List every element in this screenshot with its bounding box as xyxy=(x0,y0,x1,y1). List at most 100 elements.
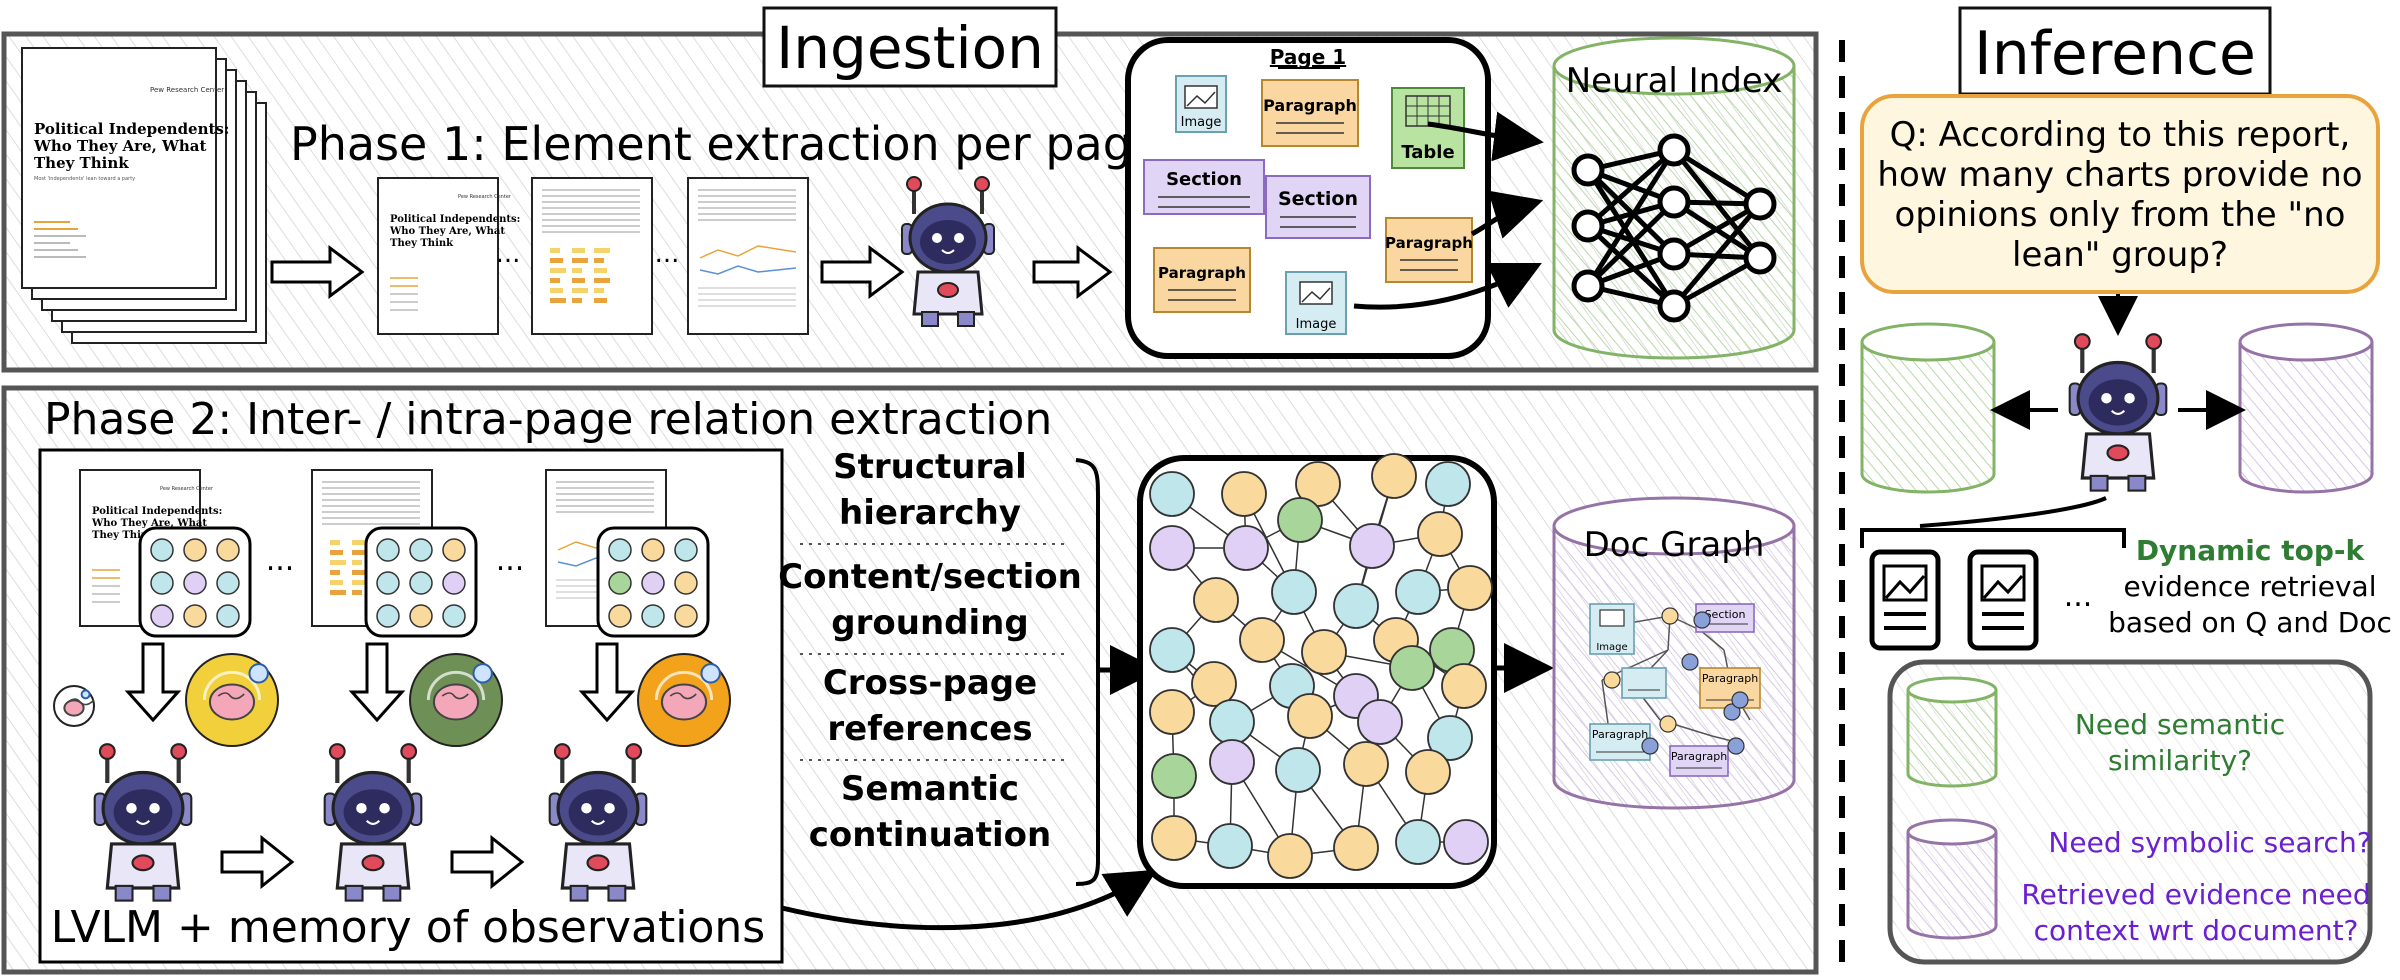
lvlm-caption: LVLM + memory of observations xyxy=(51,902,765,953)
relation-label: Content/section xyxy=(778,557,1082,597)
symbolic-cylinder xyxy=(2238,322,2374,494)
doc-graph-node xyxy=(1681,653,1699,671)
observation-node xyxy=(216,571,240,595)
ingestion-title: Ingestion xyxy=(776,14,1044,82)
doc-graph-label: Doc Graph xyxy=(1584,525,1765,565)
brain-icon xyxy=(637,653,731,747)
need-symbolic: Need symbolic search? xyxy=(2048,826,2371,859)
robots xyxy=(93,176,2168,902)
cover-brand: Pew Research Center xyxy=(150,86,224,94)
clock-icon xyxy=(700,663,721,684)
retrieval-brace xyxy=(1860,528,2126,548)
nn-node xyxy=(1571,209,1605,243)
element-label: Section xyxy=(1166,169,1242,190)
relation-label: Structural xyxy=(833,447,1027,487)
image-icon xyxy=(1184,85,1218,109)
graph-node xyxy=(1221,471,1267,517)
ellipsis: ... xyxy=(2064,579,2093,614)
observation-node xyxy=(183,538,207,562)
doc-graph-node xyxy=(1723,703,1741,721)
observation-node xyxy=(409,538,433,562)
nn-node xyxy=(1571,269,1605,303)
nn-node xyxy=(1571,153,1605,187)
hollow-arrow xyxy=(270,245,365,299)
page-title-line: Political Independents: xyxy=(390,214,520,225)
cover-title-line: They Think xyxy=(34,154,129,172)
page-thumbnail xyxy=(531,177,653,335)
observation-node xyxy=(216,538,240,562)
observation-node xyxy=(608,571,632,595)
relation-brace xyxy=(1075,458,1100,886)
hollow-arrow xyxy=(820,245,905,299)
evidence-line: evidence retrieval xyxy=(2124,570,2377,603)
observation-node xyxy=(641,538,665,562)
graph-node xyxy=(1277,497,1323,543)
graph-node xyxy=(1333,583,1379,629)
graph-node xyxy=(1395,569,1441,615)
observation-node xyxy=(376,571,400,595)
question-line: lean" group? xyxy=(2012,235,2228,275)
phase1-label: Phase 1: Element extraction per page xyxy=(290,117,1160,171)
graph-node xyxy=(1151,815,1197,861)
nn-node xyxy=(1657,237,1691,271)
element-label: Table xyxy=(1401,142,1454,163)
observation-node xyxy=(376,538,400,562)
graph-node xyxy=(1275,747,1321,793)
graph-node xyxy=(1405,749,1451,795)
dynamic-topk: Dynamic top-k xyxy=(2136,534,2366,567)
observation-node xyxy=(674,538,698,562)
doc-graph-node xyxy=(1641,737,1659,755)
observation-node xyxy=(150,604,174,628)
image-icon xyxy=(1599,609,1625,627)
doc-graph-label: Paragraph xyxy=(1671,750,1727,763)
graph-node xyxy=(1395,819,1441,865)
question-box xyxy=(1860,94,2380,294)
inference-title: Inference xyxy=(1974,19,2256,89)
right-arrows xyxy=(220,834,525,890)
observation-node xyxy=(409,571,433,595)
semantic-mini-cylinder xyxy=(1906,676,1998,788)
paragraph-element: Paragraph xyxy=(1153,247,1251,313)
evidence-icons xyxy=(1869,549,2039,651)
observation-node xyxy=(183,604,207,628)
relation-label: continuation xyxy=(809,815,1051,855)
doc-graph-element: Paragraph xyxy=(1589,723,1651,761)
graph-node xyxy=(1287,693,1333,739)
graph-node xyxy=(1371,453,1417,499)
robot-icon xyxy=(93,743,193,902)
ellipsis: ... xyxy=(655,239,680,269)
graph-node xyxy=(1443,819,1489,865)
hollow-arrow xyxy=(1032,245,1113,299)
clock-icon xyxy=(80,689,91,700)
ingestion-title-box xyxy=(762,6,1058,88)
brain-icon xyxy=(185,653,279,747)
graph-node xyxy=(1333,825,1379,871)
ellipsis: ... xyxy=(266,543,295,578)
nn-node xyxy=(1743,187,1777,221)
graph-node xyxy=(1207,823,1253,869)
graph-node xyxy=(1149,627,1195,673)
observation-node xyxy=(442,538,466,562)
doc-graph-cylinder xyxy=(1552,496,1796,810)
robot-down-arrow xyxy=(1919,496,2107,528)
need-context-line: context wrt document? xyxy=(2034,914,2359,947)
graph-node xyxy=(1149,689,1195,735)
doc-graph-label: Paragraph xyxy=(1592,728,1648,741)
observation-node xyxy=(183,571,207,595)
image-element: Image xyxy=(1285,271,1347,335)
image-element: Image xyxy=(1175,75,1227,133)
cover-title-line: Political Independents: xyxy=(34,120,229,138)
page-title-line: They Think xyxy=(390,238,454,249)
question-text: Q: According to this report,how many cha… xyxy=(1877,115,2362,275)
observation-node xyxy=(641,571,665,595)
doc-graph-node xyxy=(1727,737,1745,755)
doc-graph-label: Section xyxy=(1705,608,1746,621)
graph-node xyxy=(1149,525,1195,571)
clock-icon xyxy=(472,663,493,684)
observation-node xyxy=(216,604,240,628)
memory-icons xyxy=(53,653,731,747)
